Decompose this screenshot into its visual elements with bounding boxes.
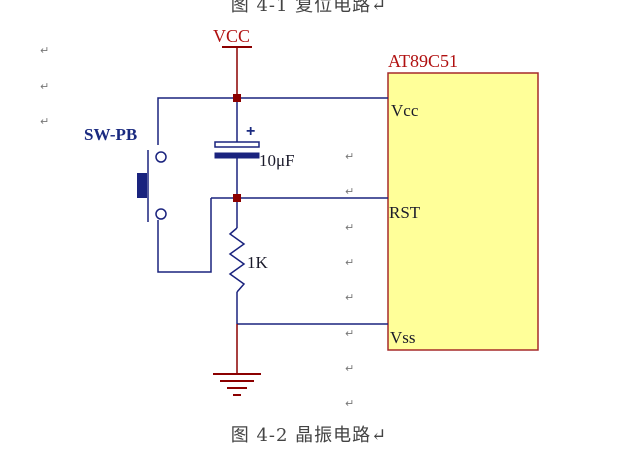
paragraph-mark: ↵	[345, 397, 355, 410]
paragraph-mark: ↵	[345, 291, 355, 304]
resistor-zigzag	[228, 227, 246, 293]
junction-dot	[233, 194, 241, 202]
paragraph-mark: ↵	[345, 150, 355, 163]
figure-caption-top: 图 4-1 复位电路↵	[230, 0, 388, 16]
switch-return-wire	[157, 198, 212, 273]
pin-label-vss: Vss	[390, 328, 416, 347]
paragraph-mark: ↵	[40, 115, 50, 128]
switch-terminal-bottom	[155, 208, 167, 220]
capacitor-label: 10μF	[259, 151, 295, 170]
capacitor-plate-negative	[214, 152, 260, 159]
pin-label-rst: RST	[389, 203, 421, 222]
paragraph-mark: ↵	[345, 185, 355, 198]
chip-label: AT89C51	[388, 51, 458, 71]
pin-label-vcc: Vcc	[391, 101, 419, 120]
paragraph-mark: ↵	[40, 80, 50, 93]
capacitor-plate-positive	[214, 141, 260, 148]
paragraph-mark: ↵	[345, 256, 355, 269]
paragraph-mark: ↵	[345, 327, 355, 340]
capacitor-polarity: +	[246, 123, 255, 140]
paragraph-mark: ↵	[345, 221, 355, 234]
switch-label: SW-PB	[84, 125, 137, 144]
figure-caption-bottom: 图 4-2 晶振电路↵	[230, 425, 388, 446]
junction-dot	[233, 94, 241, 102]
supply-label: VCC	[213, 26, 250, 46]
paragraph-mark: ↵	[345, 362, 355, 375]
switch-terminal-top	[155, 151, 167, 163]
switch-plunger	[137, 173, 147, 198]
vcc-wire	[157, 97, 388, 145]
paragraph-mark: ↵	[40, 44, 50, 57]
chip-body	[387, 72, 539, 351]
resistor-label: 1K	[247, 253, 269, 272]
